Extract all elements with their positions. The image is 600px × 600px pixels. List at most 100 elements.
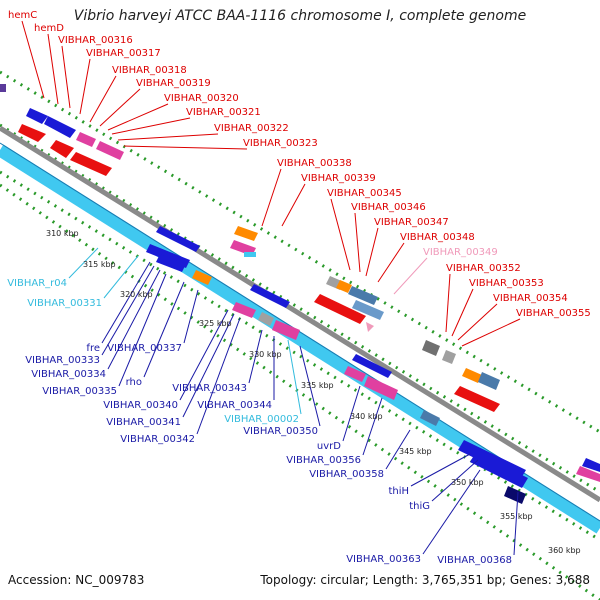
leader-vibhar-00354 [457,303,498,341]
gene-label-vibhar-00337[interactable]: VIBHAR_00337 [107,343,182,354]
gene-label-vibhar-00350[interactable]: VIBHAR_00350 [243,426,318,437]
ruler-label-320-kbp: 320 kbp [120,290,153,299]
ruler-label-310-kbp: 310 kbp [46,229,79,238]
gene-label-vibhar-00320[interactable]: VIBHAR_00320 [164,93,239,104]
gene-label-vibhar-00340[interactable]: VIBHAR_00340 [103,400,178,411]
gene-box-magenta-344 [272,320,300,340]
gene-label-vibhar-00356[interactable]: VIBHAR_00356 [286,455,361,466]
gene-box-steel-348 [352,300,384,320]
leader-vibhar-00321 [111,117,191,135]
gene-label-vibhar-00345[interactable]: VIBHAR_00345 [327,188,402,199]
gene-label-vibhar-00349[interactable]: VIBHAR_00349 [423,247,498,258]
gene-labels-top: hemC hemDVIBHAR_00316VIBHAR_00317VIBHAR_0… [8,10,591,319]
gene-label-vibhar-00319[interactable]: VIBHAR_00319 [136,78,211,89]
leader-lines-bottom [68,247,519,556]
gene-label-vibhar-00339[interactable]: VIBHAR_00339 [301,173,376,184]
gene-label-vibhar-00316[interactable]: VIBHAR_00316 [58,35,133,46]
gene-label-vibhar-00363[interactable]: VIBHAR_00363 [346,554,421,565]
leader-vibhar-00335 [118,273,167,387]
leader-vibhar-00355 [461,318,521,347]
leader-vibhar-00346 [354,212,361,273]
leader-vibhar-00331 [103,255,139,299]
gene-label-vibhar-00334[interactable]: VIBHAR_00334 [31,369,106,380]
gene-arrows-on-backbone [156,226,200,252]
gene-label-vibhar-00335[interactable]: VIBHAR_00335 [42,386,117,397]
leader-vibhar-00345 [330,198,351,271]
gene-label-vibhar-00343[interactable]: VIBHAR_00343 [172,383,247,394]
gene-box-orange-337 [192,270,212,285]
gene-label-vibhar-00323[interactable]: VIBHAR_00323 [243,138,318,149]
leader-vibhar-00337 [183,289,199,344]
gene-label-vibhar-00342[interactable]: VIBHAR_00342 [120,434,195,445]
gene-label-hemd[interactable]: hemD [34,23,64,34]
leader-vibhar-00368 [513,491,519,556]
leader-vibhar-00002 [287,339,302,415]
leader-vibhar-00333 [101,265,155,356]
genome-summary-text: Topology: circular; Length: 3,765,351 bp… [260,573,590,587]
ruler-label-360-kbp: 360 kbp [548,546,581,555]
gene-arrow-hemC [26,108,48,124]
ruler-label-330-kbp: 330 kbp [249,350,282,359]
gene-label-vibhar-00353[interactable]: VIBHAR_00353 [469,278,544,289]
gene-label-vibhar-00368[interactable]: VIBHAR_00368 [437,555,512,566]
leader-vibhar-00347 [365,227,379,277]
gene-box-orange-346 [336,280,352,293]
gene-label-vibhar-00331[interactable]: VIBHAR_00331 [27,298,102,309]
gene-arrows-on-backbone-3 [352,354,392,378]
gene-label-vibhar-00341[interactable]: VIBHAR_00341 [106,417,181,428]
gene-pink-arrow-349 [366,322,374,332]
leader-vibhar-00334 [107,269,161,370]
gene-label-vibhar-00317[interactable]: VIBHAR_00317 [86,48,161,59]
leader-vibhar-00356 [362,397,383,456]
gene-label-hemc[interactable]: hemC [8,10,37,21]
leader-vibhar-00341 [182,313,235,418]
gene-box-gray-343 [258,312,274,326]
gene-label-vibhar-00358[interactable]: VIBHAR_00358 [309,469,384,480]
gene-red-arrows-345 [314,294,366,324]
gene-blue-track-2 [156,254,186,272]
gene-blue-track-363 [470,452,528,488]
gene-label-vibhar-r04[interactable]: VIBHAR_r04 [7,278,67,289]
gene-label-vibhar-00346[interactable]: VIBHAR_00346 [351,202,426,213]
gene-label-vibhar-00318[interactable]: VIBHAR_00318 [112,65,187,76]
backbone-gray [0,125,600,503]
gene-label-vibhar-00347[interactable]: VIBHAR_00347 [374,217,449,228]
gene-label-vibhar-00348[interactable]: VIBHAR_00348 [400,232,475,243]
leader-vibhar-00318 [89,75,117,123]
gene-label-uvrd[interactable]: uvrD [317,441,341,452]
gene-labels-bottom: VIBHAR_r04VIBHAR_00331freVIBHAR_00333VIB… [7,278,512,566]
gene-label-vibhar-00338[interactable]: VIBHAR_00338 [277,158,352,169]
gene-box-navy-368 [504,486,526,504]
leader-vibhar-00350 [299,345,321,427]
accession-text: Accession: NC_009783 [8,573,145,587]
leader-fre [101,261,151,344]
leader-vibhar-00358 [385,429,411,470]
gene-box-orange-338 [234,226,258,241]
gene-label-vibhar-00321[interactable]: VIBHAR_00321 [186,107,261,118]
leader-thig [431,459,479,502]
gene-label-thig[interactable]: thiG [409,501,430,512]
leader-vibhar-00343 [248,329,263,384]
gene-label-vibhar-00352[interactable]: VIBHAR_00352 [446,263,521,274]
map-title: Vibrio harveyi ATCC BAA-1116 chromosome … [73,8,527,24]
gene-label-rho[interactable]: rho [126,377,142,388]
gene-label-vibhar-00344[interactable]: VIBHAR_00344 [197,400,272,411]
gene-label-vibhar-00002[interactable]: VIBHAR_00002 [224,414,299,425]
gene-label-thih[interactable]: thiH [388,486,409,497]
gene-label-vibhar-00355[interactable]: VIBHAR_00355 [516,308,591,319]
ruler-label-325-kbp: 325 kbp [199,319,232,328]
leader-vibhar-00352 [445,273,451,333]
leader-vibhar-00353 [451,288,474,337]
leader-vibhar-00348 [377,242,405,283]
gene-label-vibhar-00354[interactable]: VIBHAR_00354 [493,293,568,304]
leader-rho [143,281,185,378]
gene-label-vibhar-00333[interactable]: VIBHAR_00333 [25,355,100,366]
leader-vibhar-00323 [123,145,248,150]
gene-box-pink-2 [96,141,124,160]
gene-label-fre[interactable]: fre [86,343,100,354]
gene-label-vibhar-00322[interactable]: VIBHAR_00322 [214,123,289,134]
leader-vibhar-00339 [281,183,306,227]
